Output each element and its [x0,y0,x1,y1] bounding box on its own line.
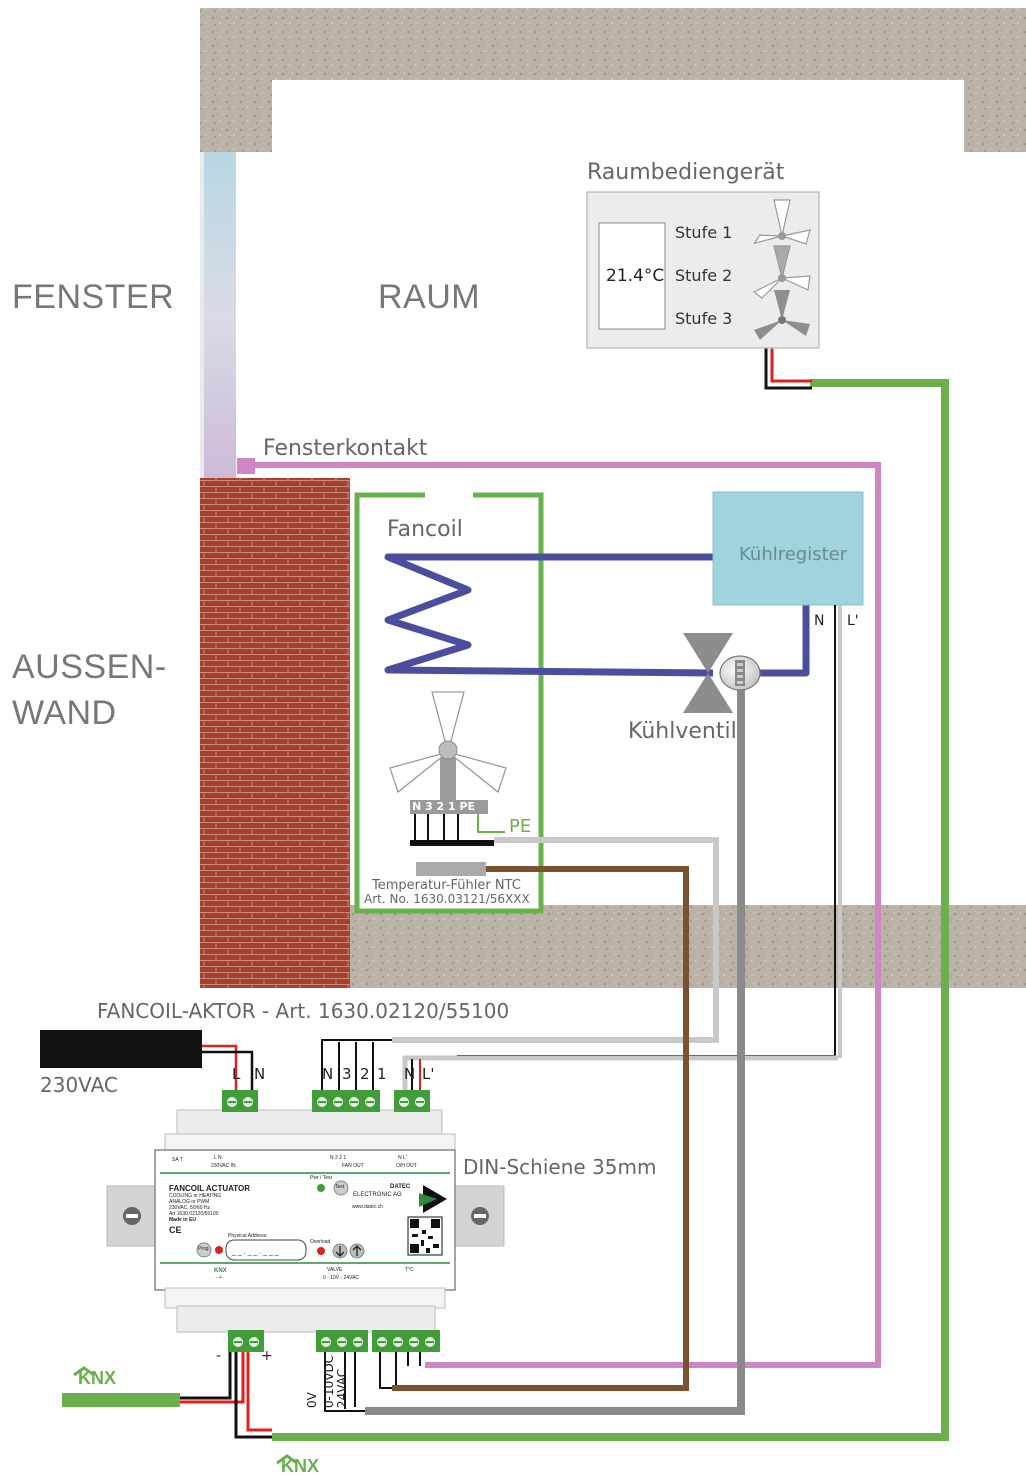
room-temperature: 21.4°C [606,266,665,286]
dev-valve: VALVE [327,1267,343,1273]
terminal-block-bottom-inputs [372,1330,440,1352]
label-din-schiene: DIN-Schiene 35mm [463,1155,657,1179]
label-pe: PE [509,816,532,837]
label-fenster: FENSTER [12,278,175,316]
dev-pwr-test: Pwr / Test [310,1175,332,1181]
ce-mark: CE [169,1225,182,1235]
brand-electronic: ELECTRONIC AG [353,1192,402,1198]
knx-bus-wires [62,379,949,1441]
dev-temp: T°C [405,1267,414,1273]
actuator-title: FANCOIL-AKTOR - Art. 1630.02120/55100 [97,999,510,1023]
overload-label: Overload [310,1239,331,1245]
terminal-fan-1: 1 [377,1065,387,1083]
terminal-fan-2: 2 [360,1065,370,1083]
terminal-block-top-power [222,1090,258,1112]
label-aussenwand-2: WAND [12,694,117,732]
dev-top-nl: N L' [398,1155,407,1161]
terminal-power-n: N [254,1065,266,1083]
phys-address-label: Physical Address: [228,1233,268,1239]
knx-minus: - [216,1348,222,1364]
window-contact-sensor [237,458,255,474]
dev-top-ln: L N [214,1155,222,1161]
phys-address-value: _ _ . _ _ . _ _ _ [232,1249,279,1256]
dev-top-oh: O/H OUT [396,1163,417,1169]
valve-power-wires [402,605,842,1090]
knx-logo-bottom-text: KNX [281,1456,320,1476]
actuator-housing [154,1109,456,1333]
dev-spec-4: Art 1630.02120/55100 [169,1211,219,1217]
room-unit-cable [764,345,812,390]
label-aussenwand-1: AUSSEN- [12,648,167,686]
label-kuehlventil: Kühlventil [628,719,737,744]
fan-speed-1: Stufe 1 [675,223,733,242]
fan-wires [321,814,719,1090]
terminal-block-top-fan [312,1090,380,1112]
fan-speed-3: Stufe 3 [675,309,733,328]
out-0v: 0V [305,1392,319,1408]
ntc-sensor-wire [379,862,689,1391]
fancoil-fan [389,691,507,814]
fan-speed-2: Stufe 2 [675,266,733,285]
ntc-label-1: Temperatur-Fühler NTC [372,878,521,893]
terminal-valve-l: L' [422,1065,435,1083]
device-name: FANCOIL ACTUATOR [169,1184,251,1193]
dev-top-230: 230VAC IN [211,1163,236,1169]
terminal-power-l: L [232,1065,241,1083]
window-glass [200,152,236,478]
qr-code [407,1216,443,1256]
dev-valve-range: 0 - 10V - 24VAC [323,1275,360,1281]
label-fensterkontakt: Fensterkontakt [263,436,428,461]
valve-actuator-cable [324,690,745,1415]
dev-spec-1: COOLING or HEATING [169,1193,222,1199]
valve-wire-l: L' [847,613,859,629]
knx-logo-left-text: KNX [78,1368,117,1388]
fan-terminal-labels: N 3 2 1 PE [412,800,476,813]
terminal-block-bottom-knx [228,1330,264,1352]
water-coil [384,553,810,677]
brand-datec: DATEC [390,1184,411,1190]
dev-top-sat: SA T [172,1157,183,1163]
label-raum: RAUM [378,278,481,316]
cooling-valve [683,633,761,713]
dev-spec-5: Made in EU [169,1217,196,1223]
terminal-valve-n: N [404,1065,416,1083]
label-fancoil: Fancoil [387,517,463,542]
out-0-10vdc: 0-10VDC [322,1354,336,1408]
label-raumbediengeraet: Raumbediengerät [587,160,785,185]
dev-top-fan-out: FAN OUT [342,1163,364,1169]
terminal-fan-3: 3 [342,1065,352,1083]
out-24vac: 24VAC [335,1368,349,1408]
prog-button[interactable]: Prog. [198,1246,210,1252]
ntc-label-2: Art. No. 1630.03121/56XXX [364,892,530,906]
knx-logo-bottom [276,1454,298,1465]
mains-supply [40,1030,254,1090]
test-button[interactable]: Test [335,1184,345,1190]
fancoil-frame [354,492,544,914]
terminal-block-top-valve [394,1090,430,1112]
knx-device-wires [180,1345,272,1439]
dev-knx-pm: - + [216,1275,222,1281]
window-contact-wire [237,458,881,1368]
terminal-blocks [222,1090,440,1352]
terminal-fan-n: N [322,1065,334,1083]
dev-spec-2: ANALOG or PWM [169,1199,210,1205]
outer-wall-brick [200,478,350,988]
room-control-unit [586,191,820,349]
dev-spec-3: 230VAC, 50/60 Hz [169,1205,211,1211]
terminal-block-bottom-analog [316,1330,368,1352]
valve-wire-n: N [814,613,825,629]
knx-plus: + [261,1348,273,1364]
cooling-register [712,491,864,606]
label-kuehlregister: Kühlregister [739,544,848,565]
knx-logo-left [73,1366,95,1377]
label-230vac: 230VAC [40,1073,118,1097]
brand-web: www.datec.ch [352,1204,383,1210]
dev-knx: KNX [214,1268,227,1274]
dev-top-fan-nums: N 3 2 1 [330,1155,347,1161]
